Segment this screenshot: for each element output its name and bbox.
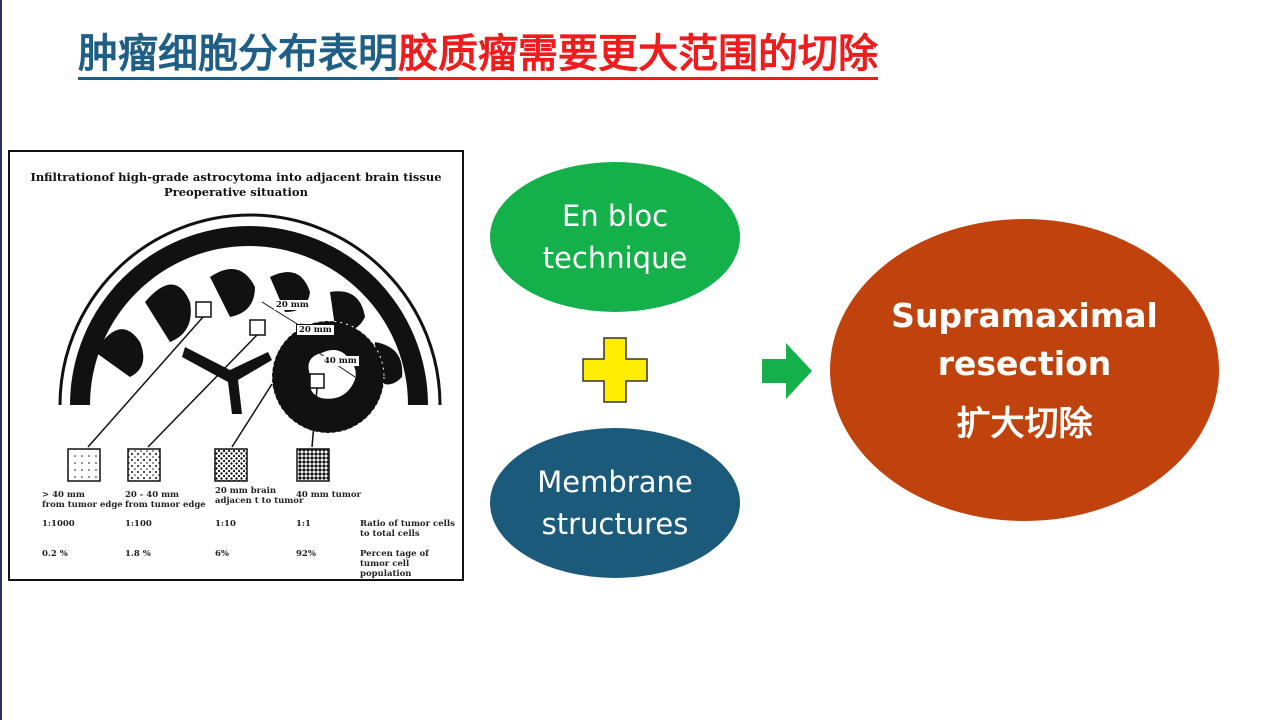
sample-square-2 bbox=[127, 448, 161, 482]
en-bloc-line-2: technique bbox=[542, 241, 688, 275]
arrow-right-icon bbox=[762, 343, 812, 399]
percent-row-label: Percen tage of tumor cell population bbox=[360, 549, 429, 579]
figure-title: Infiltrationof high-grade astrocytoma in… bbox=[10, 170, 462, 200]
en-bloc-line-1: En bloc bbox=[561, 199, 669, 233]
skull-outline bbox=[58, 213, 442, 406]
slide-title: 肿瘤细胞分布表明胶质瘤需要更大范围的切除 bbox=[78, 28, 878, 84]
membrane-line-2: structures bbox=[541, 507, 689, 541]
ratio-value-4: 1:1 bbox=[296, 519, 311, 529]
dim-label-1: 20 mm bbox=[274, 300, 311, 310]
membrane-line-1: Membrane bbox=[537, 465, 693, 499]
result-line-1: Supramaximal bbox=[891, 296, 1158, 335]
plus-icon bbox=[582, 337, 648, 403]
sample-square-4 bbox=[296, 448, 330, 482]
percent-value-4: 92% bbox=[296, 549, 316, 559]
figure-title-line-1: Infiltrationof high-grade astrocytoma in… bbox=[30, 170, 442, 184]
sample-square-1 bbox=[67, 448, 101, 482]
ratio-value-3: 1:10 bbox=[215, 519, 236, 529]
dim-label-3: 40 mm bbox=[322, 356, 359, 366]
percent-value-1: 0.2 % bbox=[42, 549, 68, 559]
sample-square-3 bbox=[214, 448, 248, 482]
membrane-oval: Membrane structures bbox=[490, 428, 740, 578]
result-line-2: resection bbox=[937, 344, 1112, 383]
percent-value-2: 1.8 % bbox=[125, 549, 151, 559]
en-bloc-oval: En bloc technique bbox=[490, 162, 740, 312]
ventricle bbox=[182, 347, 272, 414]
title-part-2: 胶质瘤需要更大范围的切除 bbox=[398, 31, 878, 80]
ratio-value-2: 1:100 bbox=[125, 519, 152, 529]
zone-label-3: 20 mm brain adjacen t to tumor bbox=[215, 486, 304, 506]
ratio-value-1: 1:1000 bbox=[42, 519, 75, 529]
ratio-row-label: Ratio of tumor cells to total cells bbox=[360, 519, 455, 539]
zone-label-2: 20 - 40 mm from tumor edge bbox=[125, 490, 206, 510]
title-part-1: 肿瘤细胞分布表明 bbox=[78, 31, 398, 80]
infiltration-figure: Infiltrationof high-grade astrocytoma in… bbox=[8, 150, 464, 581]
dim-label-2: 20 mm bbox=[296, 324, 335, 336]
slide-left-border bbox=[0, 0, 2, 720]
figure-title-line-2: Preoperative situation bbox=[164, 185, 308, 199]
zone-label-1: > 40 mm from tumor edge bbox=[42, 490, 123, 510]
supramaximal-oval: Supramaximal resection 扩大切除 bbox=[830, 219, 1219, 521]
brain-diagram bbox=[58, 213, 442, 482]
result-chinese: 扩大切除 bbox=[956, 404, 1093, 444]
zone-label-4: 40 mm tumor bbox=[296, 490, 361, 500]
percent-value-3: 6% bbox=[215, 549, 229, 559]
cortex-band bbox=[70, 226, 428, 405]
